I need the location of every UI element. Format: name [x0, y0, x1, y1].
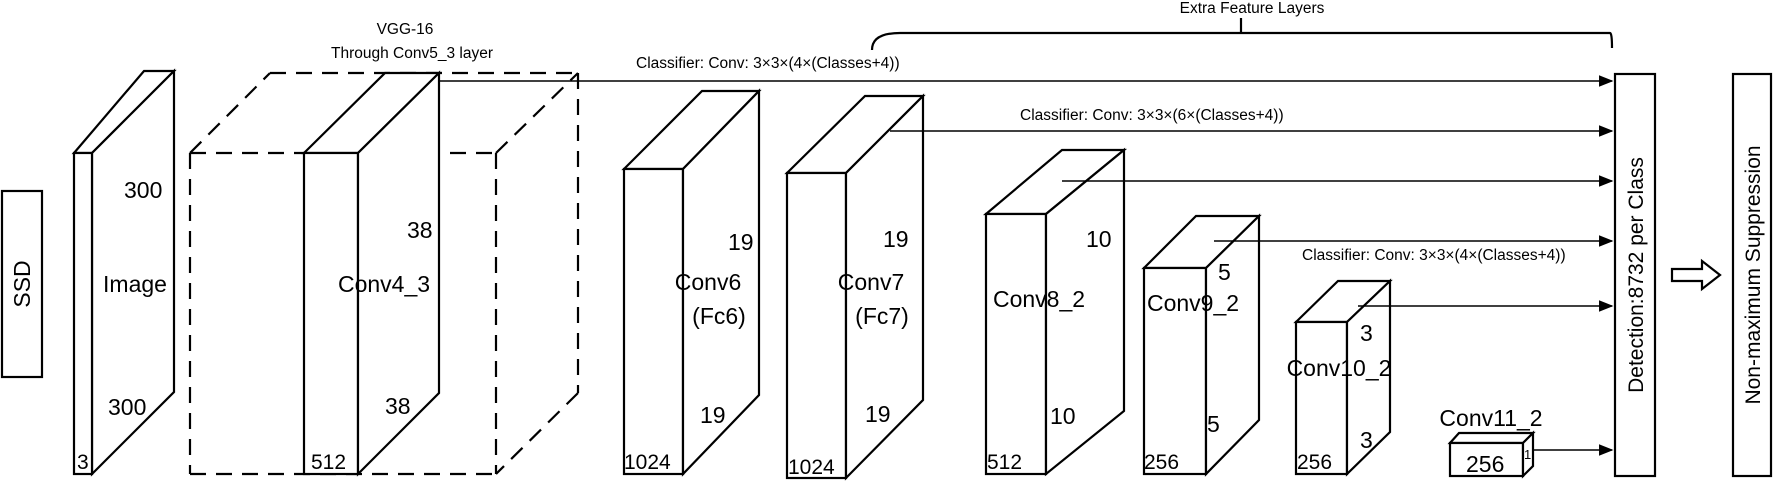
image-height-label: 300	[124, 177, 162, 203]
image-channels-label: 3	[77, 451, 89, 474]
conv4-3-size-a: 38	[407, 217, 433, 243]
conv4-3-size-b: 38	[385, 393, 411, 419]
image-label: Image	[103, 271, 167, 297]
conv11-2-size: 1	[1524, 447, 1531, 462]
vgg-title-line2: Through Conv5_3 layer	[331, 45, 493, 62]
conv6-size-b: 19	[700, 402, 726, 428]
ssd-label-box: SSD	[0, 189, 44, 379]
conv6-size-a: 19	[728, 229, 754, 255]
image-width-label: 300	[108, 394, 146, 420]
detection-label: Detection:8732 per Class	[1625, 157, 1648, 393]
conv11-2-label: Conv11_2	[1439, 405, 1542, 431]
hollow-arrow-icon	[1670, 258, 1722, 292]
conv8-2-size-a: 10	[1086, 226, 1112, 252]
vgg-title-line1: VGG-16	[377, 21, 434, 38]
conv7-size-b: 19	[865, 401, 891, 427]
classifier-label-3: Classifier: Conv: 3×3×(4×(Classes+4))	[1302, 247, 1566, 264]
conv11-2-block: Conv11_2 256 1	[1439, 405, 1543, 479]
conv10-2-size-a: 3	[1360, 320, 1373, 346]
conv8-2-size-b: 10	[1050, 403, 1076, 429]
conv8-2-block: Conv8_2 10 10 512	[982, 147, 1128, 477]
classifier-label-1: Classifier: Conv: 3×3×(4×(Classes+4))	[636, 55, 900, 72]
conv8-2-label: Conv8_2	[993, 286, 1085, 312]
detection-box: Detection:8732 per Class	[1613, 72, 1657, 478]
conv9-2-size-b: 5	[1207, 411, 1220, 437]
conv6-label: Conv6	[675, 269, 741, 295]
extra-feature-layers-label: Extra Feature Layers	[1180, 0, 1325, 17]
conv4-3-channels: 512	[311, 451, 346, 474]
classifier-arrows: Classifier: Conv: 3×3×(4×(Classes+4)) Cl…	[439, 55, 1614, 456]
nms-label: Non-maximum Suppression	[1742, 145, 1765, 404]
ssd-label: SSD	[9, 260, 35, 307]
nms-box: Non-maximum Suppression	[1731, 72, 1773, 478]
conv10-2-block: Conv10_2 3 3 256	[1287, 278, 1393, 477]
conv7-label: Conv7	[838, 269, 904, 295]
conv6-channels: 1024	[624, 451, 671, 474]
conv7-size-a: 19	[883, 226, 909, 252]
extra-feature-layers-brace: Extra Feature Layers	[870, 0, 1614, 51]
classifier-label-2: Classifier: Conv: 3×3×(6×(Classes+4))	[1020, 107, 1284, 124]
conv4-3-label: Conv4_3	[338, 271, 430, 297]
conv9-2-channels: 256	[1144, 451, 1179, 474]
conv7-alt-label: (Fc7)	[855, 303, 909, 329]
input-image-block: Image 300 300 3	[71, 68, 177, 477]
conv6-block: Conv6 (Fc6) 19 19 1024	[621, 88, 762, 477]
conv8-2-channels: 512	[987, 451, 1022, 474]
conv6-alt-label: (Fc6)	[692, 303, 746, 329]
conv11-2-channels: 256	[1466, 451, 1504, 477]
conv9-2-label: Conv9_2	[1147, 290, 1239, 316]
vgg16-block: VGG-16 Through Conv5_3 layer Conv4_3 38 …	[188, 21, 580, 477]
conv10-2-channels: 256	[1297, 451, 1332, 474]
conv9-2-size-a: 5	[1218, 259, 1231, 285]
conv7-block: Conv7 (Fc7) 19 19 1024	[784, 93, 926, 481]
conv9-2-block: Conv9_2 5 5 256	[1141, 213, 1262, 477]
conv10-2-size-b: 3	[1360, 427, 1373, 453]
conv10-2-label: Conv10_2	[1287, 355, 1392, 381]
conv7-channels: 1024	[788, 456, 835, 479]
